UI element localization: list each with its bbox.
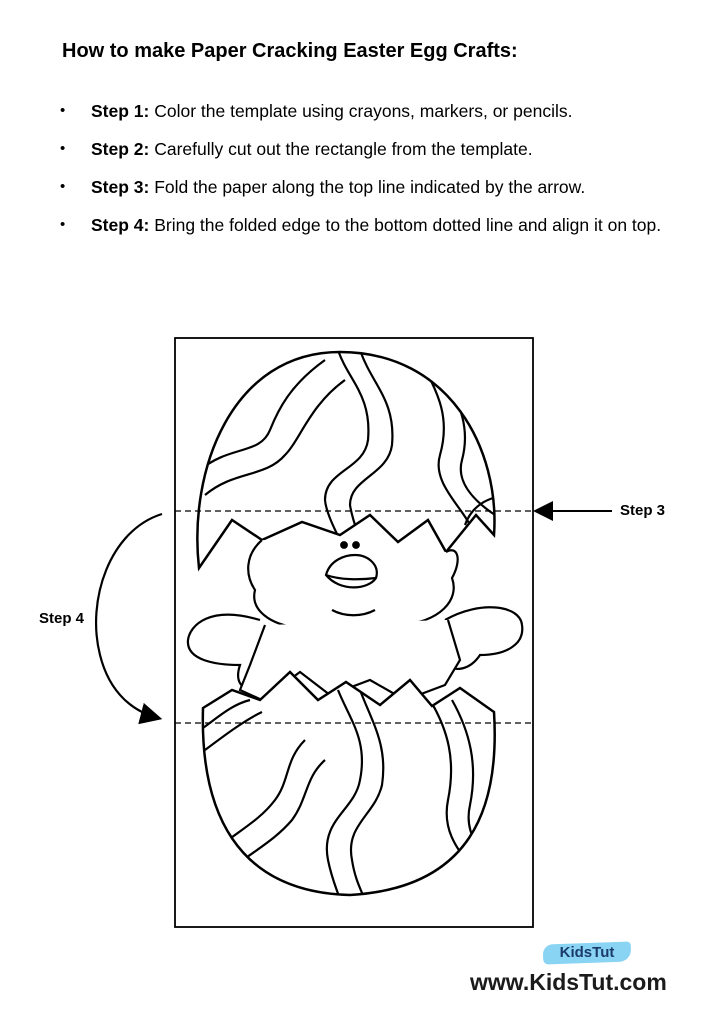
top-egg-shell-icon: [196, 350, 496, 572]
kidstut-logo: KidsTut: [539, 940, 635, 966]
step-label: Step 3:: [91, 177, 150, 197]
bullet-icon: •: [60, 102, 66, 119]
list-item: • Step 1: Color the template using crayo…: [0, 92, 666, 130]
bullet-icon: •: [60, 140, 66, 157]
list-item: • Step 4: Bring the folded edge to the b…: [0, 206, 666, 244]
page-title: How to make Paper Cracking Easter Egg Cr…: [62, 40, 518, 62]
list-item: • Step 3: Fold the paper along the top l…: [0, 168, 666, 206]
bullet-icon: •: [60, 178, 66, 195]
step-label: Step 4:: [91, 215, 150, 235]
bottom-egg-shell-icon: [201, 670, 496, 897]
step4-arrow-icon: [95, 512, 163, 725]
bullet-icon: •: [60, 216, 66, 233]
step4-label: Step 4: [39, 610, 85, 627]
logo-text: KidsTut: [559, 944, 615, 961]
step-label: Step 1:: [91, 101, 150, 121]
website-url: www.KidsTut.com: [470, 969, 667, 995]
step-text: Bring the folded edge to the bottom dott…: [149, 215, 662, 235]
list-item: • Step 2: Carefully cut out the rectangl…: [0, 130, 666, 168]
step-text: Carefully cut out the rectangle from the…: [149, 139, 533, 159]
step-text: Color the template using crayons, marker…: [149, 101, 573, 121]
template-rectangle: [174, 337, 534, 928]
step-text: Fold the paper along the top line indica…: [149, 177, 586, 197]
step-label: Step 2:: [91, 139, 150, 159]
instruction-list: • Step 1: Color the template using crayo…: [0, 92, 709, 244]
step3-label: Step 3: [620, 502, 666, 519]
chick-icon: [186, 539, 524, 702]
